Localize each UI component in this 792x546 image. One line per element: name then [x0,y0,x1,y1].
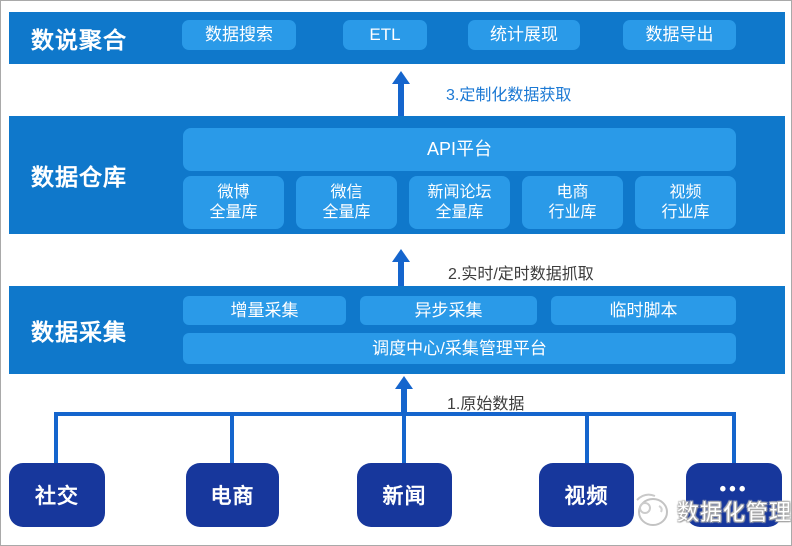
arrow-shaft [401,389,407,414]
connector-horizontal-line [54,412,736,416]
arrow-head-icon [392,249,410,262]
node-data-search: 数据搜索 [182,20,296,50]
node-stats-display: 统计展现 [468,20,580,50]
db-name: 微信 [330,183,363,201]
connector-stub-news [402,414,406,464]
source-more: ••• [686,463,782,527]
layer-warehouse-label: 数据仓库 [31,164,127,190]
flow-label-1: 1.原始数据 [447,396,525,413]
db-name: 新闻论坛 [427,183,492,201]
node-async-collect: 异步采集 [360,296,537,325]
arrow-shaft [398,262,404,286]
arrow-head-icon [392,71,410,84]
connector-stub-more [732,414,736,464]
node-data-export: 数据导出 [623,20,736,50]
flow-arrow-3 [392,71,410,116]
flow-arrow-1 [395,376,413,414]
node-db-ecommerce: 电商 行业库 [522,176,623,229]
flow-arrow-2 [392,249,410,286]
source-video: 视频 [539,463,634,527]
node-etl: ETL [343,20,427,50]
db-name: 视频 [669,183,702,201]
connector-stub-social [54,414,58,464]
source-social: 社交 [9,463,105,527]
node-api-platform: API平台 [183,128,736,171]
db-type: 全量库 [209,203,258,221]
db-type: 行业库 [548,203,597,221]
node-db-weibo: 微博 全量库 [183,176,284,229]
flow-label-2: 2.实时/定时数据抓取 [448,266,594,283]
layer-warehouse: 数据仓库 API平台 微博 全量库 微信 全量库 新闻论坛 全量库 电商 行业库… [9,116,785,234]
node-db-wechat: 微信 全量库 [296,176,397,229]
source-ecommerce: 电商 [186,463,279,527]
layer-aggregation-label: 数说聚合 [31,27,127,53]
arrow-shaft [398,84,404,116]
layer-collection: 数据采集 增量采集 异步采集 临时脚本 调度中心/采集管理平台 [9,286,785,374]
watermark: 数据化管理 [631,486,792,535]
db-type: 行业库 [661,203,710,221]
watermark-logo-icon [631,486,673,535]
node-incremental-collect: 增量采集 [183,296,346,325]
connector-stub-video [585,414,589,464]
db-type: 全量库 [435,203,484,221]
layer-aggregation: 数说聚合 数据搜索 ETL 统计展现 数据导出 [9,12,785,64]
node-db-news-forum: 新闻论坛 全量库 [409,176,510,229]
layer-collection-label: 数据采集 [31,319,127,345]
db-name: 电商 [556,183,589,201]
node-db-video: 视频 行业库 [635,176,736,229]
db-type: 全量库 [322,203,371,221]
source-news: 新闻 [357,463,452,527]
arrow-head-icon [395,376,413,389]
node-schedule-platform: 调度中心/采集管理平台 [183,333,736,364]
watermark-text: 数据化管理 [677,499,792,525]
node-temp-script: 临时脚本 [551,296,736,325]
flow-label-3: 3.定制化数据获取 [446,87,572,104]
connector-stub-ecommerce [230,414,234,464]
db-name: 微博 [217,183,250,201]
